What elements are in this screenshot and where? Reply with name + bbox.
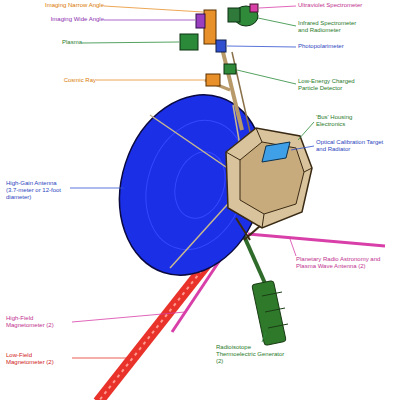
bus-housing [262,142,290,162]
part-label: Cosmic Ray [44,77,96,84]
bus-housing [226,128,312,228]
part-label: Radioisotope Thermoelectric Generator (2… [216,344,286,365]
radio-antenna [248,234,385,246]
instrument-platform [206,74,220,86]
part-label: Imaging Wide Angle [44,16,104,23]
instrument-platform [180,4,258,86]
leader-line [291,146,314,150]
rtg-boom [265,308,285,312]
leader-line [227,46,296,47]
part-label: High-Field Magnetometer (2) [6,315,70,329]
instrument-platform [180,34,198,50]
leader-line [82,42,179,43]
leader-line [290,239,296,256]
part-label: Low-Energy Charged Particle Detector [298,78,376,92]
instrument-platform [196,14,205,28]
part-label: Plasma [44,39,82,46]
part-label: Imaging Narrow Angle [44,2,104,9]
part-label: 'Bus' Housing Electronics [316,114,376,128]
leader-line [259,6,296,8]
part-label: Optical Calibration Target and Radiator [316,139,386,153]
part-label: Photopolarimeter [298,43,378,50]
leader-line [258,18,296,26]
rtg-boom [244,236,288,346]
bus-housing [304,168,312,172]
instrument-platform [228,8,240,22]
leader-line [72,358,131,359]
part-label: Planetary Radio Astronomy and Plasma Wav… [296,256,388,270]
leader-line [70,6,314,358]
bus-housing [256,128,262,142]
instrument-platform [224,64,236,74]
instrument-platform [250,4,258,12]
bus-housing [226,152,240,160]
instrument-platform [216,40,226,52]
instrument-platform [204,10,216,44]
leader-line [104,20,195,21]
leader-line [72,312,185,322]
part-label: High-Gain Antenna (3.7-meter or 12-foot … [6,180,70,201]
bus-housing [226,128,312,240]
part-label: Low-Field Magnetometer (2) [6,352,72,366]
leader-line [298,122,314,140]
high-gain-antenna [167,145,234,225]
part-label: Infrared Spectrometer and Radiometer [298,20,368,34]
rtg-boom [262,292,282,296]
leader-line [96,80,205,81]
leader-line [237,70,296,84]
rtg-boom [268,324,288,328]
leader-line [104,6,203,12]
leader-line [262,332,266,342]
rtg-boom [252,280,286,345]
leader-line [70,188,124,189]
bus-housing [262,214,264,228]
science-boom [205,48,250,132]
part-label: Ultraviolet Spectrometer [298,2,393,9]
bus-housing [244,226,260,240]
bus-housing [240,142,304,214]
